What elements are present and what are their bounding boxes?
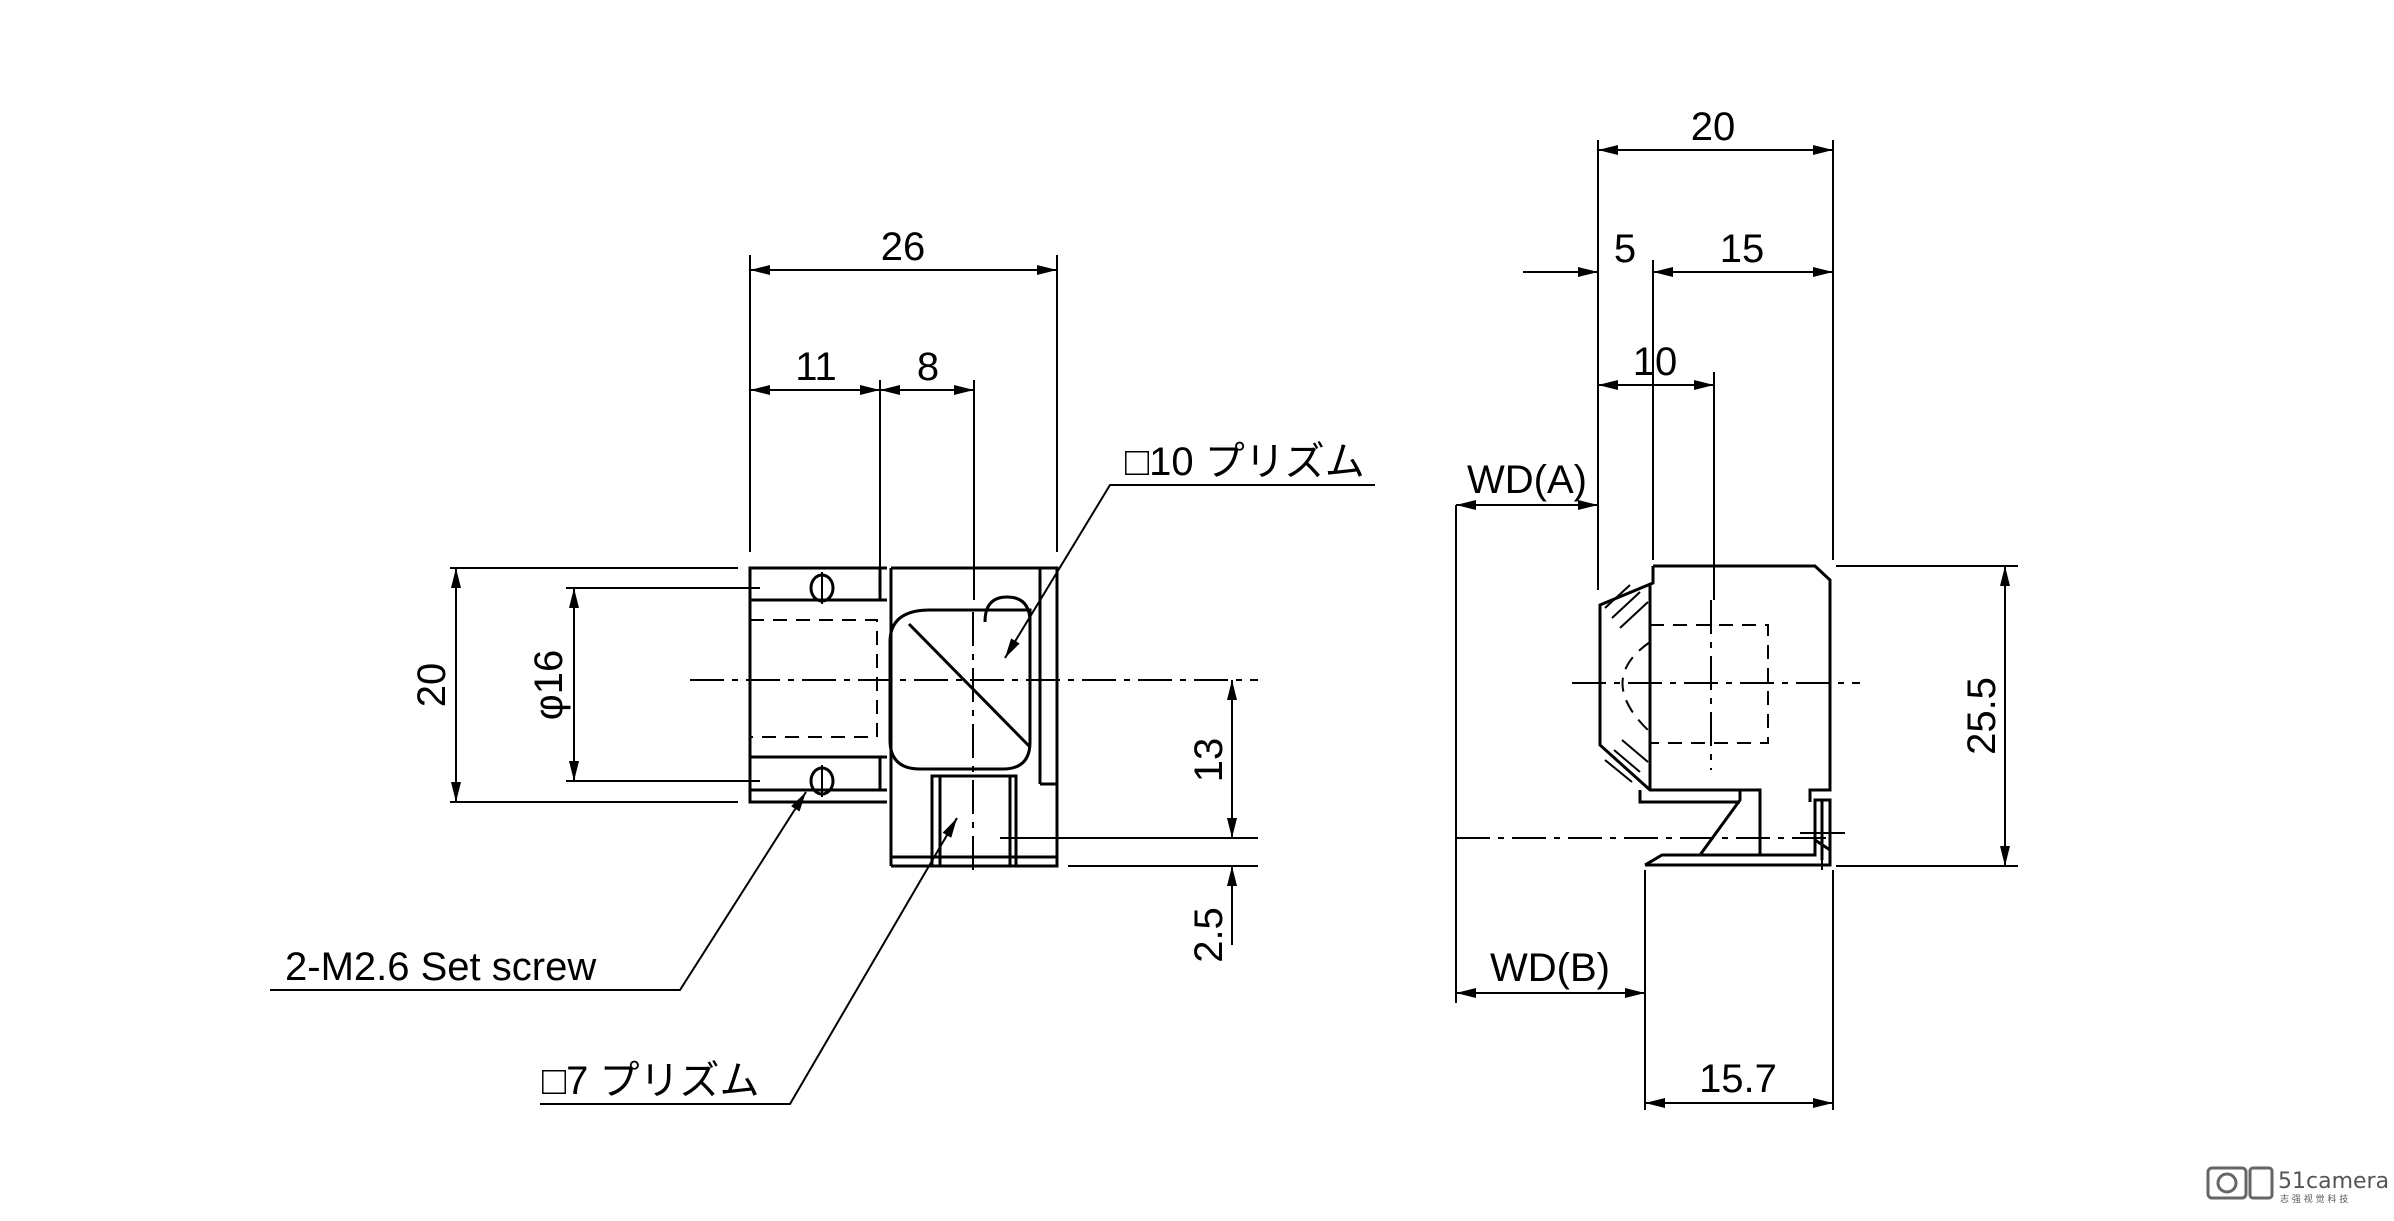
side-screw-icon <box>1800 800 1845 870</box>
watermark-brand: 51camera <box>2278 1169 2389 1194</box>
watermark: 51camera 志 强 视 觉 科 技 <box>2206 1166 2389 1205</box>
dim-front-13: 13 <box>1187 738 1231 783</box>
dim-side-20: 20 <box>1691 105 1736 149</box>
set-screw-top-icon <box>809 572 835 604</box>
leader-large-prism <box>1004 484 1375 659</box>
callout-set-screw: 2-M2.6 Set screw <box>285 945 596 989</box>
front-left-housing <box>748 566 887 804</box>
leader-set-screw <box>270 791 807 991</box>
dim-front-20: 20 <box>410 663 454 708</box>
front-view: 26 11 8 20 φ16 13 2.5 □10 プリズム 2-M2.6 Se… <box>270 225 1375 1105</box>
callout-large-prism: □10 プリズム <box>1125 440 1365 484</box>
side-prism-hidden <box>1649 624 1769 744</box>
set-screw-bottom-icon <box>809 765 835 797</box>
dim-side-25-5: 25.5 <box>1960 677 2004 755</box>
watermark-tagline: 志 强 视 觉 科 技 <box>2280 1193 2348 1205</box>
camera-logo-icon <box>2206 1166 2274 1200</box>
dim-side-15: 15 <box>1720 227 1765 271</box>
front-prism-body <box>888 566 1059 868</box>
side-body <box>1598 564 1832 867</box>
side-view: 20 5 15 10 WD(A) WD(B) 15.7 25.5 <box>1455 105 2018 1110</box>
dim-front-26: 26 <box>881 225 926 269</box>
label-wd-a: WD(A) <box>1467 458 1587 502</box>
dim-front-8: 8 <box>917 345 939 389</box>
side-lens-arc <box>1621 641 1651 733</box>
dim-side-15-7: 15.7 <box>1699 1057 1777 1101</box>
dim-front-11: 11 <box>795 345 837 389</box>
side-hatch-bottom <box>1604 739 1649 783</box>
dim-side-10: 10 <box>1633 340 1678 384</box>
label-wd-b: WD(B) <box>1490 946 1610 990</box>
dim-front-2-5: 2.5 <box>1187 907 1231 963</box>
callout-small-prism: □7 プリズム <box>542 1059 760 1103</box>
dim-front-bore: φ16 <box>527 650 571 720</box>
side-hatch-top <box>1604 584 1649 629</box>
leader-small-prism <box>540 817 958 1105</box>
dim-side-5: 5 <box>1614 227 1636 271</box>
